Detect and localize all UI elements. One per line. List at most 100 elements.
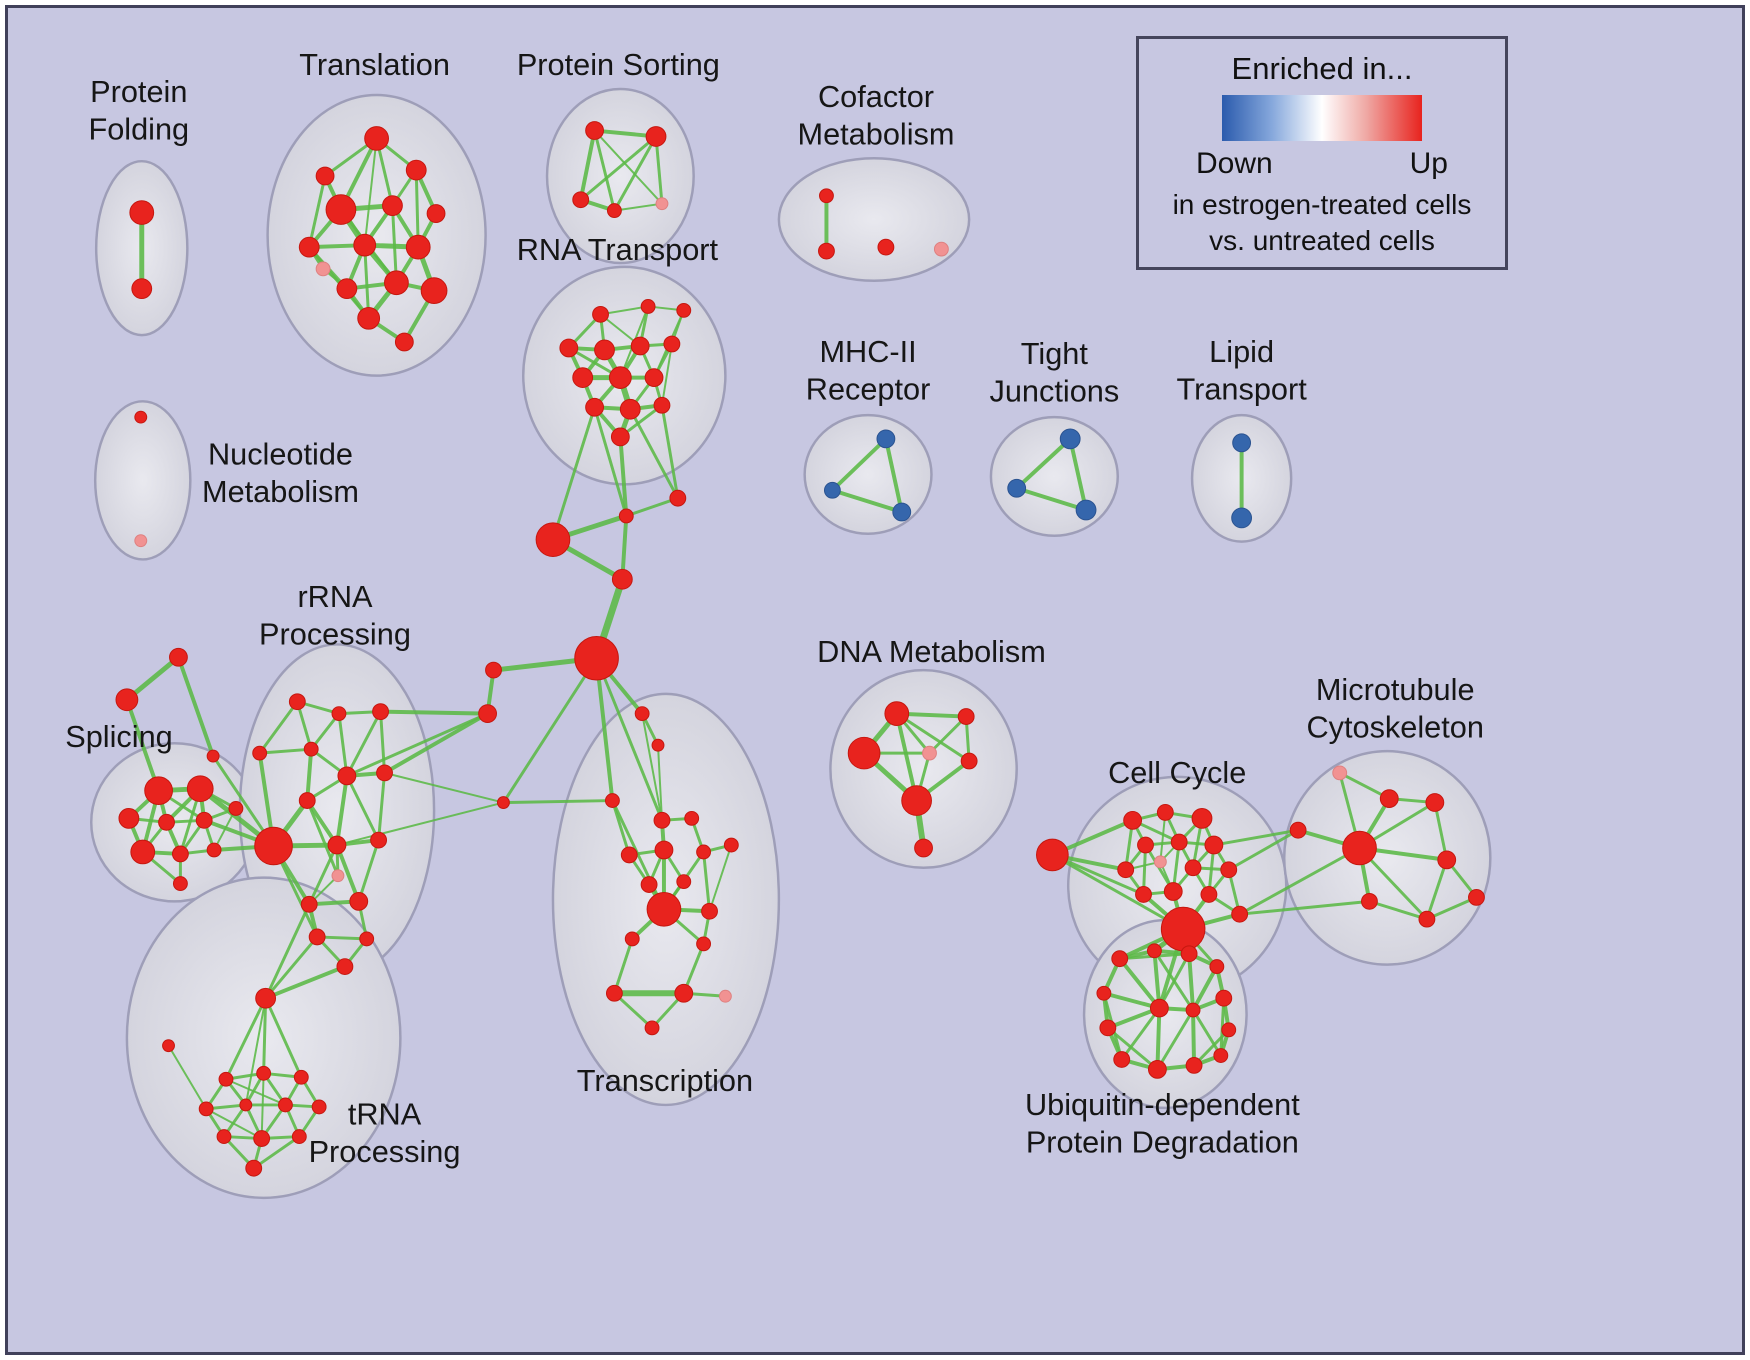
legend-up-label: Up <box>1409 147 1448 180</box>
network-node <box>293 1069 309 1085</box>
network-node <box>674 983 694 1003</box>
cluster-label-mhc-ii-receptor: MHC-II <box>819 335 916 369</box>
cluster-ellipse-nucleotide-metabolism <box>93 400 192 561</box>
network-node <box>1342 830 1377 866</box>
network-edge <box>593 129 616 213</box>
network-node <box>1111 950 1129 968</box>
network-node <box>1289 821 1307 839</box>
cluster-label-nucleotide-metabolism: Nucleotide <box>208 438 353 472</box>
network-node <box>364 126 389 151</box>
network-node <box>669 489 687 507</box>
network-node <box>684 810 700 826</box>
network-edge <box>390 204 398 285</box>
network-node <box>585 397 605 417</box>
legend-box: Enriched in... Down Up in estrogen-treat… <box>1136 36 1508 270</box>
network-node <box>1036 838 1069 872</box>
network-node <box>914 838 933 858</box>
network-node <box>171 845 189 863</box>
legend-note: in estrogen-treated cells vs. untreated … <box>1173 187 1472 259</box>
cluster-label-cofactor-metabolism: Cofactor <box>818 80 934 114</box>
network-node <box>957 708 975 725</box>
network-edge <box>244 997 267 1106</box>
network-node <box>255 987 277 1009</box>
network-edge <box>1050 853 1146 896</box>
cluster-label-dna-metabolism: DNA Metabolism <box>817 635 1046 669</box>
cluster-label-trna-processing: Processing <box>309 1135 461 1169</box>
network-node <box>384 270 409 296</box>
cluster-label-protein-sorting: Protein Sorting <box>517 48 720 82</box>
network-node <box>676 874 692 890</box>
network-node <box>256 1065 272 1081</box>
network-node <box>884 701 910 726</box>
network-edge <box>593 129 663 205</box>
network-node <box>478 704 497 723</box>
network-node <box>1153 855 1167 869</box>
network-node <box>1149 998 1169 1018</box>
cluster-label-nucleotide-metabolism: Metabolism <box>202 475 359 509</box>
network-node <box>382 195 403 217</box>
network-node <box>585 121 605 140</box>
network-edge <box>1191 1008 1223 1058</box>
network-edge <box>594 656 615 803</box>
cluster-label-rrna-processing: rRNA <box>297 580 373 614</box>
network-node <box>653 811 671 829</box>
network-node <box>1099 1019 1117 1037</box>
network-node <box>308 928 326 946</box>
network-node <box>1232 433 1252 453</box>
network-node <box>1191 807 1213 829</box>
network-node <box>892 502 912 522</box>
cluster-label-lipid-transport: Lipid <box>1209 335 1274 369</box>
cluster-ellipse-tight-junctions <box>989 415 1119 537</box>
network-node <box>1170 833 1188 851</box>
network-node <box>1007 478 1027 498</box>
network-node <box>1418 910 1436 928</box>
legend-endpoint-labels: Down Up <box>1196 147 1448 181</box>
network-node <box>253 1130 271 1147</box>
network-node <box>1221 1022 1237 1038</box>
network-edge <box>501 656 599 805</box>
cluster-ellipse-microtubule-cytoskeleton <box>1282 749 1492 966</box>
network-node <box>1209 959 1225 974</box>
cluster-label-protein-folding: Protein <box>90 75 187 109</box>
network-edge <box>657 744 663 822</box>
network-node <box>1185 1057 1203 1074</box>
network-edge <box>379 710 387 775</box>
network-node <box>218 1071 234 1087</box>
network-node <box>372 703 389 721</box>
network-edge <box>305 747 314 803</box>
network-node <box>129 200 155 225</box>
network-node <box>1361 892 1378 910</box>
network-node <box>370 831 388 849</box>
network-node <box>315 261 331 277</box>
network-node <box>1425 793 1445 812</box>
network-node <box>130 839 156 865</box>
network-node <box>606 203 622 218</box>
network-node <box>239 1098 253 1112</box>
network-node <box>608 366 632 389</box>
network-node <box>1215 989 1233 1007</box>
network-node <box>485 661 502 679</box>
network-edge <box>618 434 629 518</box>
network-edge <box>612 937 634 995</box>
network-node <box>1204 835 1224 855</box>
network-edge <box>1191 964 1219 1013</box>
cluster-label-trna-processing: tRNA <box>348 1098 422 1132</box>
network-node <box>359 931 375 947</box>
network-node <box>723 837 739 853</box>
node-layer <box>115 121 1485 1177</box>
cluster-label-cell-cycle: Cell Cycle <box>1108 756 1246 790</box>
cluster-label-cofactor-metabolism: Metabolism <box>798 117 955 151</box>
network-node <box>315 166 335 186</box>
network-node <box>1113 1051 1131 1068</box>
cluster-label-lipid-transport: Transport <box>1176 372 1307 406</box>
network-node <box>206 842 222 858</box>
network-node <box>245 1159 263 1177</box>
network-edge <box>1050 853 1185 931</box>
network-node <box>1096 985 1112 1001</box>
network-node <box>933 241 949 257</box>
network-node <box>653 396 671 414</box>
network-node <box>1075 499 1097 521</box>
network-node <box>592 305 609 323</box>
network-edge <box>830 488 904 514</box>
network-node <box>663 335 681 353</box>
